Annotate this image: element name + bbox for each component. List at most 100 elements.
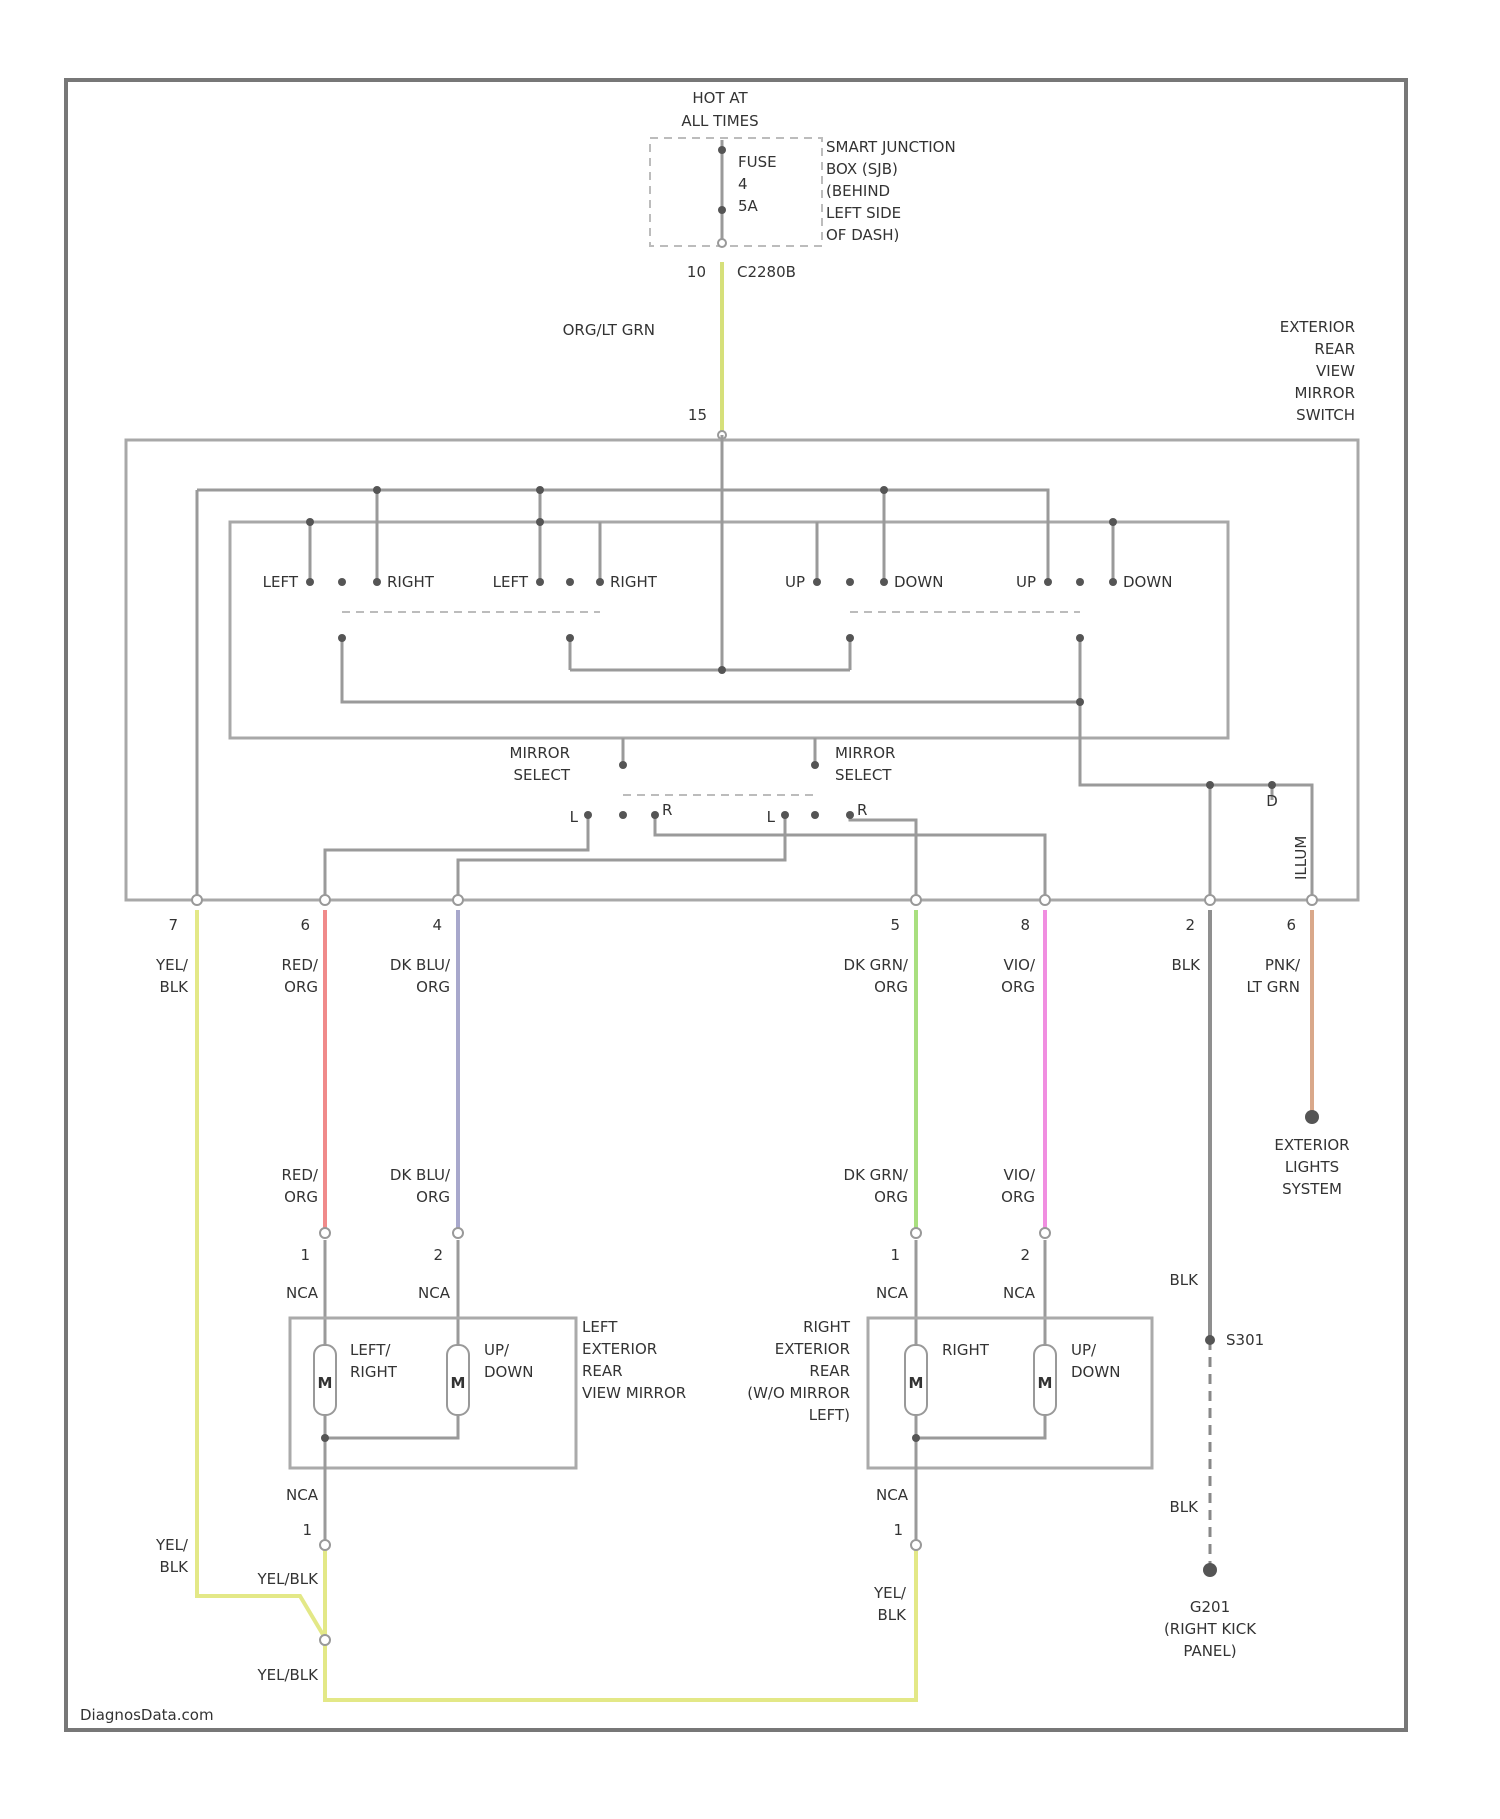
lower-vio-2: ORG	[1001, 1188, 1035, 1206]
contact-down-2: DOWN	[1123, 573, 1172, 591]
right-mirror-motor-1: M	[909, 1374, 924, 1392]
watermark: DiagnosData.com	[80, 1706, 214, 1724]
fuse-number: 4	[738, 175, 748, 193]
right-motor-1-label: RIGHT	[942, 1341, 990, 1359]
contact-right-2: RIGHT	[610, 573, 658, 591]
lower-vio-1: VIO/	[1003, 1166, 1035, 1184]
left-mirror-motor-2: M	[451, 1374, 466, 1392]
right-mirror-name-5: LEFT)	[809, 1406, 850, 1424]
wire-label-blu-2: ORG	[416, 978, 450, 996]
left-mirror-motors: M M LEFT/ RIGHT UP/ DOWN	[314, 1341, 533, 1545]
right-mirror-name: RIGHT EXTERIOR REAR (W/O MIRROR LEFT)	[747, 1318, 851, 1424]
mirror-return-connectors: NCA NCA 1 1	[286, 1486, 921, 1645]
illum-label: ILLUM	[1292, 836, 1310, 880]
right-mirror-name-4: (W/O MIRROR	[747, 1384, 850, 1402]
switch-internal-wiring	[197, 435, 1312, 895]
mirror-select-1-line-1: MIRROR	[510, 744, 570, 762]
switch-name-line-1: EXTERIOR	[1280, 318, 1355, 336]
bottom-yel-1: YEL/	[155, 1536, 189, 1554]
feed-wire-label: ORG/LT GRN	[563, 321, 655, 339]
contact-left-1: LEFT	[263, 573, 299, 591]
wire-label-pnk-2: LT GRN	[1247, 978, 1301, 996]
wire-label-yel-1: YEL/	[155, 956, 189, 974]
bottom-yel-2: BLK	[160, 1558, 190, 1576]
right-mirror-name-1: RIGHT	[803, 1318, 851, 1336]
diagram-frame	[66, 80, 1406, 1730]
right-mirror-name-3: REAR	[809, 1362, 850, 1380]
switch-junction-dots	[306, 486, 1276, 789]
nca-label-2: NCA	[418, 1284, 451, 1302]
wire-label-red-1: RED/	[281, 956, 318, 974]
wire-label-vio-1: VIO/	[1003, 956, 1035, 974]
left-mirror-name: LEFT EXTERIOR REAR VIEW MIRROR	[582, 1318, 686, 1402]
return-pin-left: 1	[302, 1521, 312, 1539]
exterior-lights-terminal	[1305, 1110, 1319, 1124]
fuse-rating: 5A	[738, 197, 759, 215]
left-motor-1-label-2: RIGHT	[350, 1363, 398, 1381]
switch-name-line-4: MIRROR	[1295, 384, 1355, 402]
fuse-hot-label-1: HOT AT	[692, 89, 748, 107]
illum-pin: D	[1266, 792, 1278, 810]
left-mirror-name-4: VIEW MIRROR	[582, 1384, 686, 1402]
wire-label-yel-2: BLK	[160, 978, 190, 996]
fuse-hot-label-2: ALL TIMES	[681, 112, 758, 130]
contact-right-1: RIGHT	[387, 573, 435, 591]
right-mirror-name-2: EXTERIOR	[775, 1340, 850, 1358]
pin-label-6b: 6	[1286, 916, 1296, 934]
contact-up-2: UP	[1016, 573, 1036, 591]
lower-red-1: RED/	[281, 1166, 318, 1184]
right-motor-2-label-1: UP/	[1071, 1341, 1097, 1359]
left-mirror-motor-1: M	[318, 1374, 333, 1392]
return-nca-right: NCA	[876, 1486, 909, 1504]
right-motor-2-label-2: DOWN	[1071, 1363, 1120, 1381]
switch-pin-in: 15	[688, 406, 707, 424]
fuse-connector: C2280B	[737, 263, 796, 281]
lower-grn-1: DK GRN/	[844, 1166, 909, 1184]
bottom-yel-4: BLK	[878, 1606, 908, 1624]
fuse-node-top	[718, 146, 726, 154]
junction-box-line-3: (BEHIND	[826, 182, 890, 200]
pin-label-8: 8	[1020, 916, 1030, 934]
wire-label-vio-2: ORG	[1001, 978, 1035, 996]
left-mirror-name-2: EXTERIOR	[582, 1340, 657, 1358]
return-nca-left: NCA	[286, 1486, 319, 1504]
fuse-output-connector	[718, 239, 726, 247]
left-motor-1-label-1: LEFT/	[350, 1341, 391, 1359]
contact-up-1: UP	[785, 573, 805, 591]
bottom-yel-3: YEL/	[873, 1584, 907, 1602]
motor-pin-1b: 1	[890, 1246, 900, 1264]
lower-blu-1: DK BLU/	[390, 1166, 451, 1184]
exterior-lights-line-3: SYSTEM	[1282, 1180, 1342, 1198]
junction-box-line-2: BOX (SJB)	[826, 160, 898, 178]
left-motor-2-label-1: UP/	[484, 1341, 510, 1359]
select-pos-l-2: L	[767, 808, 776, 826]
motor-pin-2a: 2	[433, 1246, 443, 1264]
ground-point-2: (RIGHT KICK	[1164, 1620, 1257, 1638]
motor-pin-2b: 2	[1020, 1246, 1030, 1264]
motor-connectors: 1 2 1 2 NCA NCA NCA NCA	[286, 1228, 1050, 1302]
wire-label-red-2: ORG	[284, 978, 318, 996]
ground-point-1: G201	[1190, 1598, 1230, 1616]
switch-contacts	[306, 578, 1117, 819]
right-mirror-motor-2: M	[1038, 1374, 1053, 1392]
nca-label-3: NCA	[876, 1284, 909, 1302]
exterior-lights-line-2: LIGHTS	[1285, 1158, 1339, 1176]
bottom-yel-blk-2: YEL/BLK	[256, 1666, 319, 1684]
return-pin-right: 1	[893, 1521, 903, 1539]
junction-box-line-1: SMART JUNCTION	[826, 138, 956, 156]
nca-label-1: NCA	[286, 1284, 319, 1302]
ground-wire-label: BLK	[1170, 1271, 1200, 1289]
motor-pin-1a: 1	[300, 1246, 310, 1264]
lower-blu-2: ORG	[416, 1188, 450, 1206]
fuse-pin-out: 10	[687, 263, 706, 281]
junction-box-line-4: LEFT SIDE	[826, 204, 901, 222]
pin-label-6: 6	[300, 916, 310, 934]
ground-wire-label-2: BLK	[1170, 1498, 1200, 1516]
junction-box-line-5: OF DASH)	[826, 226, 899, 244]
bottom-yel-blk-1: YEL/BLK	[256, 1570, 319, 1588]
left-mirror-name-3: REAR	[582, 1362, 623, 1380]
lower-red-2: ORG	[284, 1188, 318, 1206]
ground-circuit: BLK S301 BLK G201 (RIGHT KICK PANEL)	[1164, 1271, 1264, 1660]
